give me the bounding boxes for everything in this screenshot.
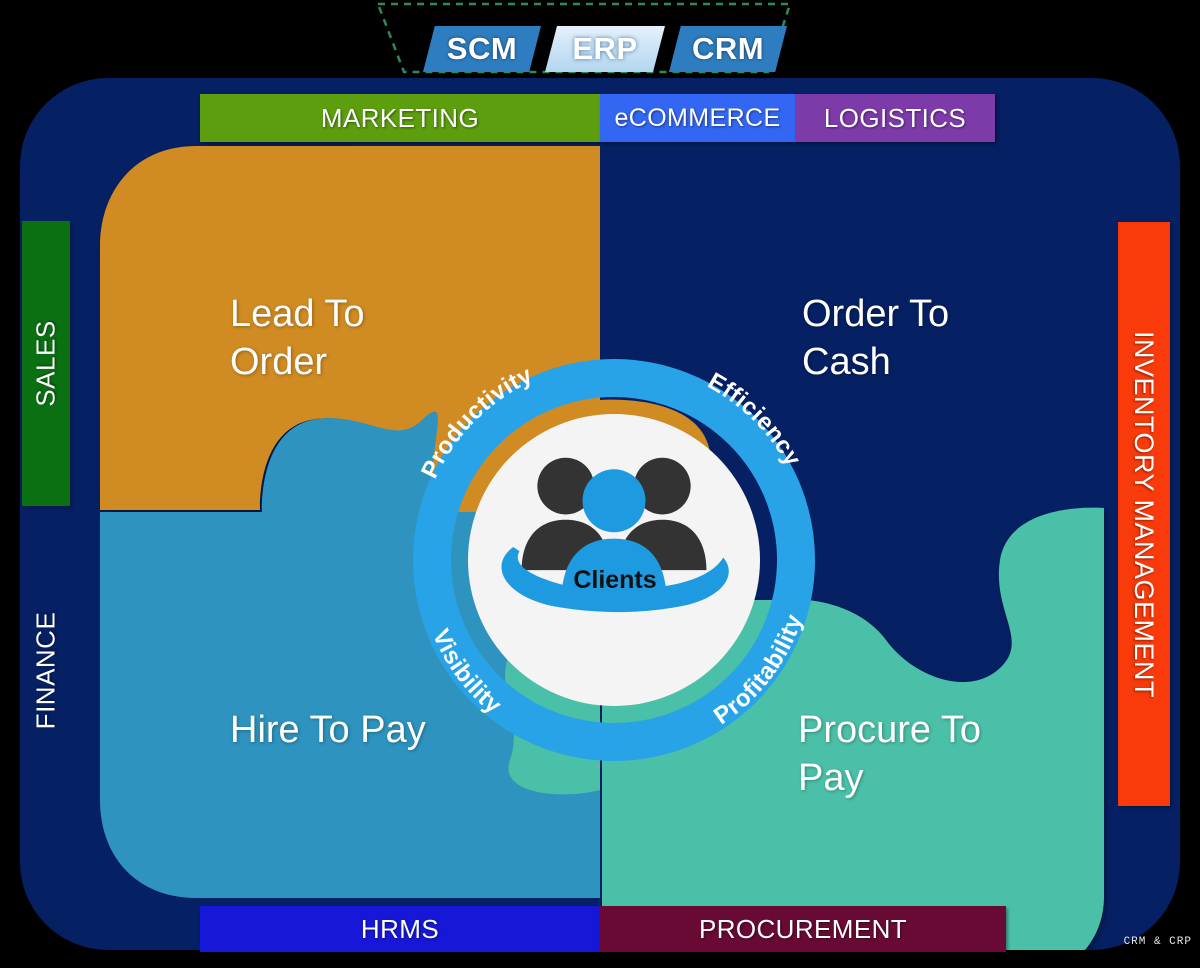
bar-finance[interactable]: FINANCE <box>22 570 70 770</box>
bar-sales[interactable]: SALES <box>22 221 70 506</box>
piece-label-order-to-cash: Order To Cash <box>802 293 950 383</box>
people-group-icon <box>501 457 729 613</box>
bar-label-finance: FINANCE <box>30 611 61 729</box>
bar-inventory-management[interactable]: INVENTORY MANAGEMENT <box>1118 222 1170 806</box>
bar-label-inventory-management: INVENTORY MANAGEMENT <box>1129 330 1160 698</box>
banner-label-crm: CRM <box>691 31 765 66</box>
banner-label-scm: SCM <box>446 31 518 66</box>
piece-label-procure-to-pay: Procure To Pay <box>798 709 982 799</box>
bar-marketing[interactable]: MARKETING <box>200 94 600 142</box>
bar-label-procurement: PROCUREMENT <box>698 913 908 944</box>
puzzle-piece-lead-to-order <box>100 146 435 510</box>
bar-label-ecommerce: eCOMMERCE <box>614 103 781 132</box>
bar-label-hrms: HRMS <box>360 913 440 944</box>
watermark: CRM & CRP <box>1123 936 1192 948</box>
puzzle-piece-lead-tab-bottom <box>261 411 438 512</box>
enterprise-systems-banner: SCM ERP CRM <box>373 0 793 78</box>
banner-item-erp[interactable]: ERP <box>545 26 665 72</box>
dashed-trapezoid-outline <box>376 2 792 74</box>
center-label-clients: Clients <box>573 566 657 594</box>
bar-procurement[interactable]: PROCUREMENT <box>600 906 1006 952</box>
puzzle-piece-hire-to-pay-shape <box>100 512 600 898</box>
piece-label-hire-to-pay: Hire To Pay <box>230 709 426 751</box>
piece-label-lead-to-order: Lead To Order <box>230 293 365 383</box>
bar-hrms[interactable]: HRMS <box>200 906 600 952</box>
bar-label-marketing: MARKETING <box>320 102 480 133</box>
bar-label-logistics: LOGISTICS <box>823 102 967 133</box>
banner-item-crm[interactable]: CRM <box>669 26 787 72</box>
banner-label-erp: ERP <box>572 31 638 66</box>
center-ring <box>413 359 815 761</box>
banner-item-scm[interactable]: SCM <box>423 26 541 72</box>
bar-logistics[interactable]: LOGISTICS <box>795 94 995 142</box>
bar-ecommerce[interactable]: eCOMMERCE <box>600 94 795 142</box>
bar-label-sales: SALES <box>30 320 61 407</box>
